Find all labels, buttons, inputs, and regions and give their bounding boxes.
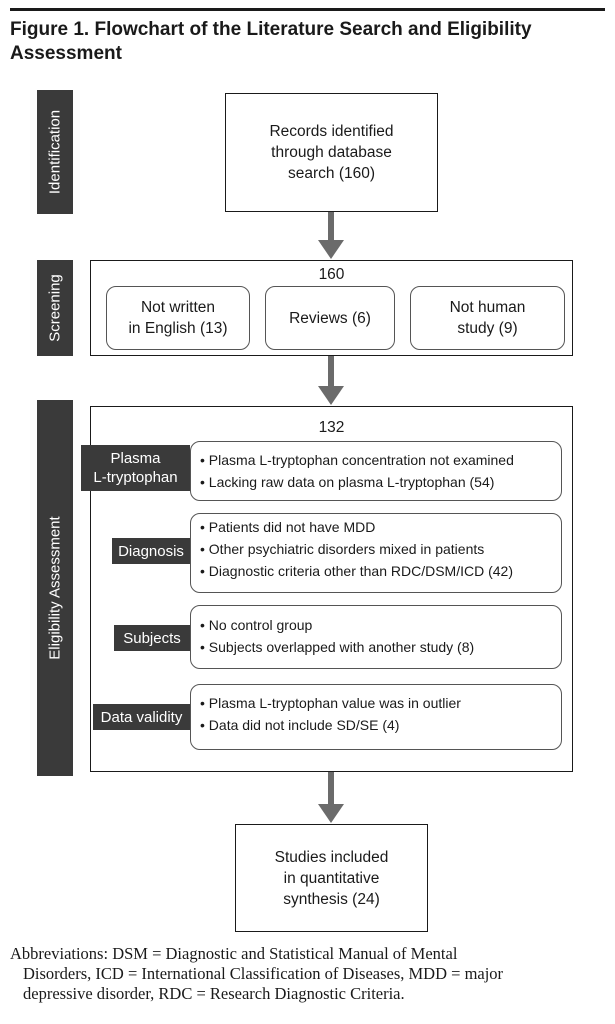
diagnosis-reason-2: Other psychiatric disorders mixed in pat…: [200, 538, 513, 560]
exclusion-not-english-line-1: Not written: [140, 299, 216, 316]
records-identified-line-1: Records identified: [269, 123, 394, 140]
studies-included-line-2: in quantitative: [283, 869, 380, 887]
studies-included-line-3: synthesis (24): [283, 890, 380, 908]
records-identified-box: Records identified through database sear…: [225, 93, 438, 212]
exclusion-not-english-line-2: in English (13): [128, 320, 228, 337]
records-identified-line-2: through database: [271, 144, 392, 161]
stage-identification-label: Identification: [46, 109, 64, 195]
tag-diagnosis-label: Diagnosis: [118, 542, 184, 560]
data-validity-reason-1: Plasma L-tryptophan value was in outlier: [200, 692, 461, 714]
tag-subjects: Subjects: [114, 625, 190, 651]
studies-included-box: Studies included in quantitative synthes…: [235, 824, 428, 932]
tag-subjects-label: Subjects: [123, 629, 181, 647]
eligibility-count: 132: [318, 419, 345, 436]
tag-data-validity-label: Data validity: [100, 708, 183, 726]
diagnosis-reasons: Patients did not have MDD Other psychiat…: [200, 516, 513, 582]
tag-plasma-line-2: L-tryptophan: [93, 469, 178, 486]
footnote-line-1: Abbreviations: DSM = Diagnostic and Stat…: [10, 944, 458, 963]
stage-screening: Screening: [37, 260, 73, 356]
exclusion-not-human-line-1: Not human: [449, 299, 526, 316]
arrow-down-2: [318, 356, 344, 405]
abbreviations-footnote: Abbreviations: DSM = Diagnostic and Stat…: [10, 944, 605, 1004]
plasma-reasons: Plasma L-tryptophan concentration not ex…: [200, 449, 514, 493]
screening-count: 160: [318, 266, 345, 283]
arrow-down-3: [318, 772, 344, 823]
tag-diagnosis: Diagnosis: [112, 538, 190, 564]
data-validity-reason-2: Data did not include SD/SE (4): [200, 714, 461, 736]
exclusion-reviews: Reviews (6): [265, 286, 395, 350]
subjects-reasons: No control group Subjects overlapped wit…: [200, 614, 474, 658]
exclusion-not-human: Not human study (9): [410, 286, 565, 350]
subjects-reason-2: Subjects overlapped with another study (…: [200, 636, 474, 658]
studies-included-line-1: Studies included: [274, 848, 389, 866]
data-validity-reasons: Plasma L-tryptophan value was in outlier…: [200, 692, 461, 736]
figure-title: Figure 1. Flowchart of the Literature Se…: [10, 19, 532, 64]
stage-identification: Identification: [37, 90, 73, 214]
diagnosis-reason-1: Patients did not have MDD: [200, 516, 513, 538]
subjects-reason-1: No control group: [200, 614, 474, 636]
footnote-line-2: Disorders, ICD = International Classific…: [23, 964, 504, 983]
exclusion-reviews-label: Reviews (6): [289, 309, 371, 327]
stage-eligibility: Eligibility Assessment: [37, 400, 73, 776]
tag-plasma: Plasma L-tryptophan: [81, 445, 190, 491]
tag-plasma-line-1: Plasma: [110, 450, 161, 467]
exclusion-not-human-line-2: study (9): [457, 320, 518, 337]
title-rule: [10, 8, 605, 11]
records-identified-line-3: search (160): [287, 165, 375, 182]
stage-screening-label: Screening: [46, 274, 64, 342]
diagnosis-reason-3: Diagnostic criteria other than RDC/DSM/I…: [200, 560, 513, 582]
tag-data-validity: Data validity: [93, 704, 190, 730]
footnote-line-3: depressive disorder, RDC = Research Diag…: [23, 984, 405, 1003]
exclusion-not-english: Not written in English (13): [106, 286, 250, 350]
stage-eligibility-label: Eligibility Assessment: [46, 516, 64, 660]
arrow-down-1: [318, 212, 344, 259]
plasma-reason-2: Lacking raw data on plasma L-tryptophan …: [200, 471, 514, 493]
plasma-reason-1: Plasma L-tryptophan concentration not ex…: [200, 449, 514, 471]
